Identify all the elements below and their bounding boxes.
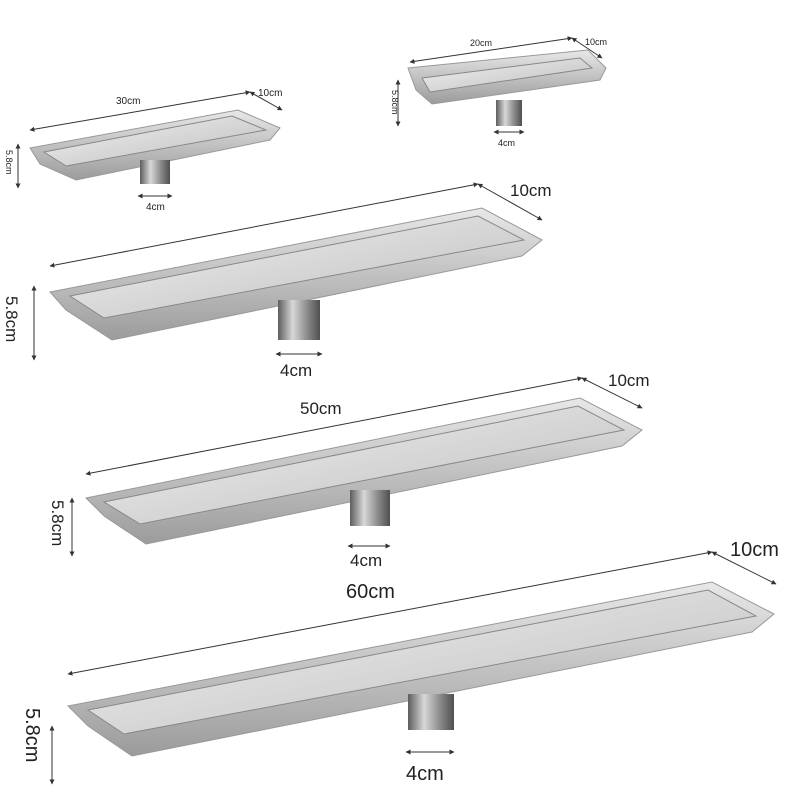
width-label: 10cm: [608, 371, 650, 390]
height-label: 5.8cm: [21, 708, 43, 762]
height-label: 5.8cm: [390, 90, 400, 115]
height-label: 5.8cm: [2, 296, 21, 342]
drain-20cm: 20cm 10cm 5.8cm 4cm: [390, 36, 607, 148]
pipe-label: 4cm: [406, 763, 444, 785]
pipe-label: 4cm: [498, 138, 515, 148]
length-label: 60cm: [346, 581, 395, 603]
pipe-label: 4cm: [280, 361, 312, 380]
width-label: 10cm: [258, 88, 282, 99]
height-label: 5.8cm: [4, 150, 14, 175]
length-label: 50cm: [300, 399, 342, 418]
length-label: 30cm: [116, 96, 140, 107]
width-label: 10cm: [510, 181, 552, 200]
drain-50cm: 50cm 10cm 5.8cm 4cm: [48, 371, 650, 570]
width-label: 10cm: [585, 37, 607, 47]
drain-outlet-pipe: [496, 100, 522, 126]
drain-outlet-pipe: [350, 490, 390, 526]
drain-outlet-pipe: [140, 160, 170, 184]
drain-outlet-pipe: [278, 300, 320, 340]
pipe-label: 4cm: [146, 202, 165, 213]
drain-40cm: 10cm 5.8cm 4cm: [2, 181, 552, 380]
drain-outlet-pipe: [408, 694, 454, 730]
drain-60cm: 60cm 10cm 5.8cm 4cm: [21, 539, 779, 785]
drain-grate: [421, 57, 594, 93]
drain-30cm: 30cm 10cm 5.8cm 4cm: [4, 88, 282, 213]
length-label: 20cm: [470, 38, 492, 48]
height-label: 5.8cm: [48, 500, 67, 546]
width-label: 10cm: [730, 539, 779, 561]
pipe-label: 4cm: [350, 551, 382, 570]
